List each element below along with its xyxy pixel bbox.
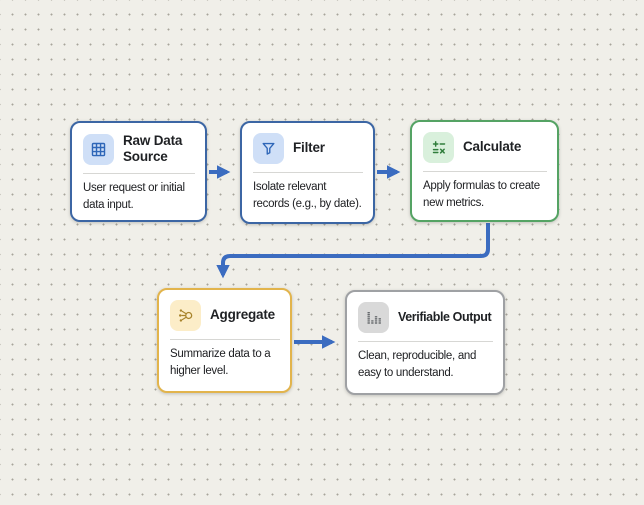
- divider: [170, 339, 280, 340]
- node-filter[interactable]: Filter Isolate relevant records (e.g., b…: [240, 121, 375, 224]
- node-header: Raw Data Source: [83, 133, 195, 165]
- divider: [423, 171, 547, 172]
- node-description: User request or initial data input.: [83, 182, 185, 212]
- node-title: Filter: [293, 140, 325, 156]
- node-calculate[interactable]: Calculate Apply formulas to create new m…: [410, 120, 559, 222]
- node-description: Apply formulas to create new metrics.: [423, 180, 540, 209]
- node-header: Calculate: [423, 132, 547, 163]
- node-title: Raw Data Source: [123, 133, 183, 165]
- dashed-bars-icon: [358, 302, 389, 333]
- divider: [83, 173, 195, 175]
- node-description: Clean, reproducible, and easy to underst…: [358, 350, 477, 379]
- node-header: Verifiable Output: [358, 302, 493, 333]
- filter-funnel-icon: [253, 133, 284, 164]
- node-raw-data-source[interactable]: Raw Data Source User request or initial …: [70, 121, 207, 222]
- node-title: Aggregate: [210, 307, 275, 323]
- divider: [358, 341, 493, 342]
- node-header: Aggregate: [170, 300, 280, 331]
- merge-nodes-icon: [170, 300, 201, 331]
- connector-calculate-to-aggregate: [216, 223, 490, 279]
- node-verifiable-output[interactable]: Verifiable Output Clean, reproducible, a…: [345, 290, 505, 395]
- node-description: Summarize data to a higher level.: [170, 348, 271, 377]
- node-title: Verifiable Output: [398, 310, 492, 324]
- node-title: Calculate: [463, 139, 522, 155]
- table-grid-icon: [83, 133, 114, 165]
- calculator-symbols-icon: [423, 132, 454, 163]
- divider: [253, 172, 363, 173]
- node-aggregate[interactable]: Aggregate Summarize data to a higher lev…: [157, 288, 292, 393]
- node-description: Isolate relevant records (e.g., by date)…: [253, 181, 362, 210]
- node-header: Filter: [253, 133, 363, 164]
